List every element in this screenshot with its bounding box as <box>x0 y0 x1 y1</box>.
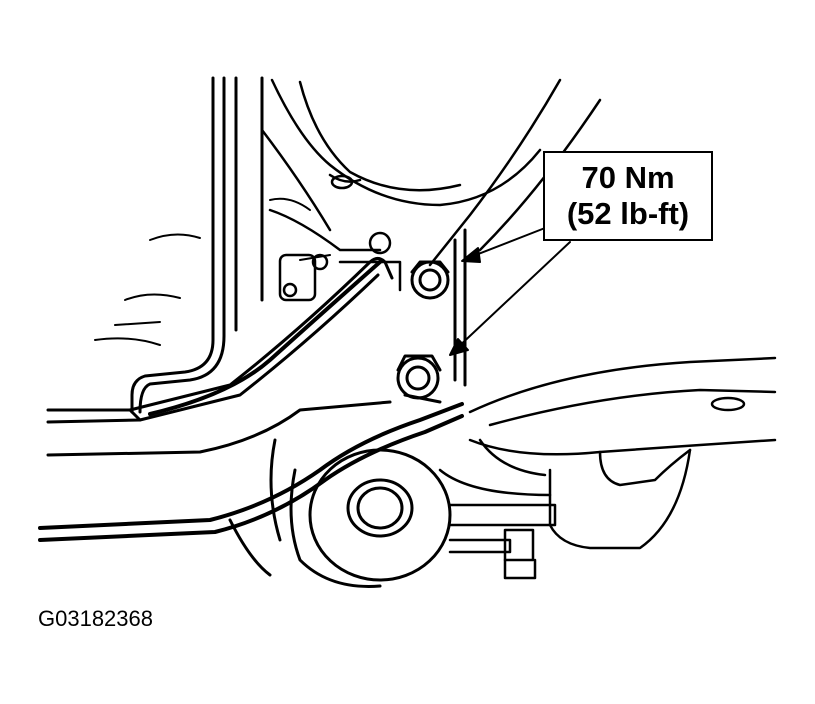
upper-body-panel <box>260 78 602 267</box>
frame-rail <box>46 257 394 457</box>
torque-spec-callout: 70 Nm (52 lb-ft) <box>543 151 713 241</box>
lower-bolt <box>396 354 442 404</box>
brake-cable <box>38 260 464 542</box>
vertical-pillar <box>130 76 264 414</box>
upper-bolt <box>410 228 467 387</box>
torque-nm-label: 70 Nm <box>581 160 675 195</box>
figure-id-label: G03182368 <box>38 606 153 631</box>
leader-arrows <box>449 227 571 356</box>
torque-lbft-label: (52 lb-ft) <box>566 196 690 231</box>
lower-control-arm <box>468 356 777 550</box>
bushing-hub <box>228 438 452 588</box>
lower-link <box>438 438 557 580</box>
mounting-bracket <box>278 231 402 302</box>
